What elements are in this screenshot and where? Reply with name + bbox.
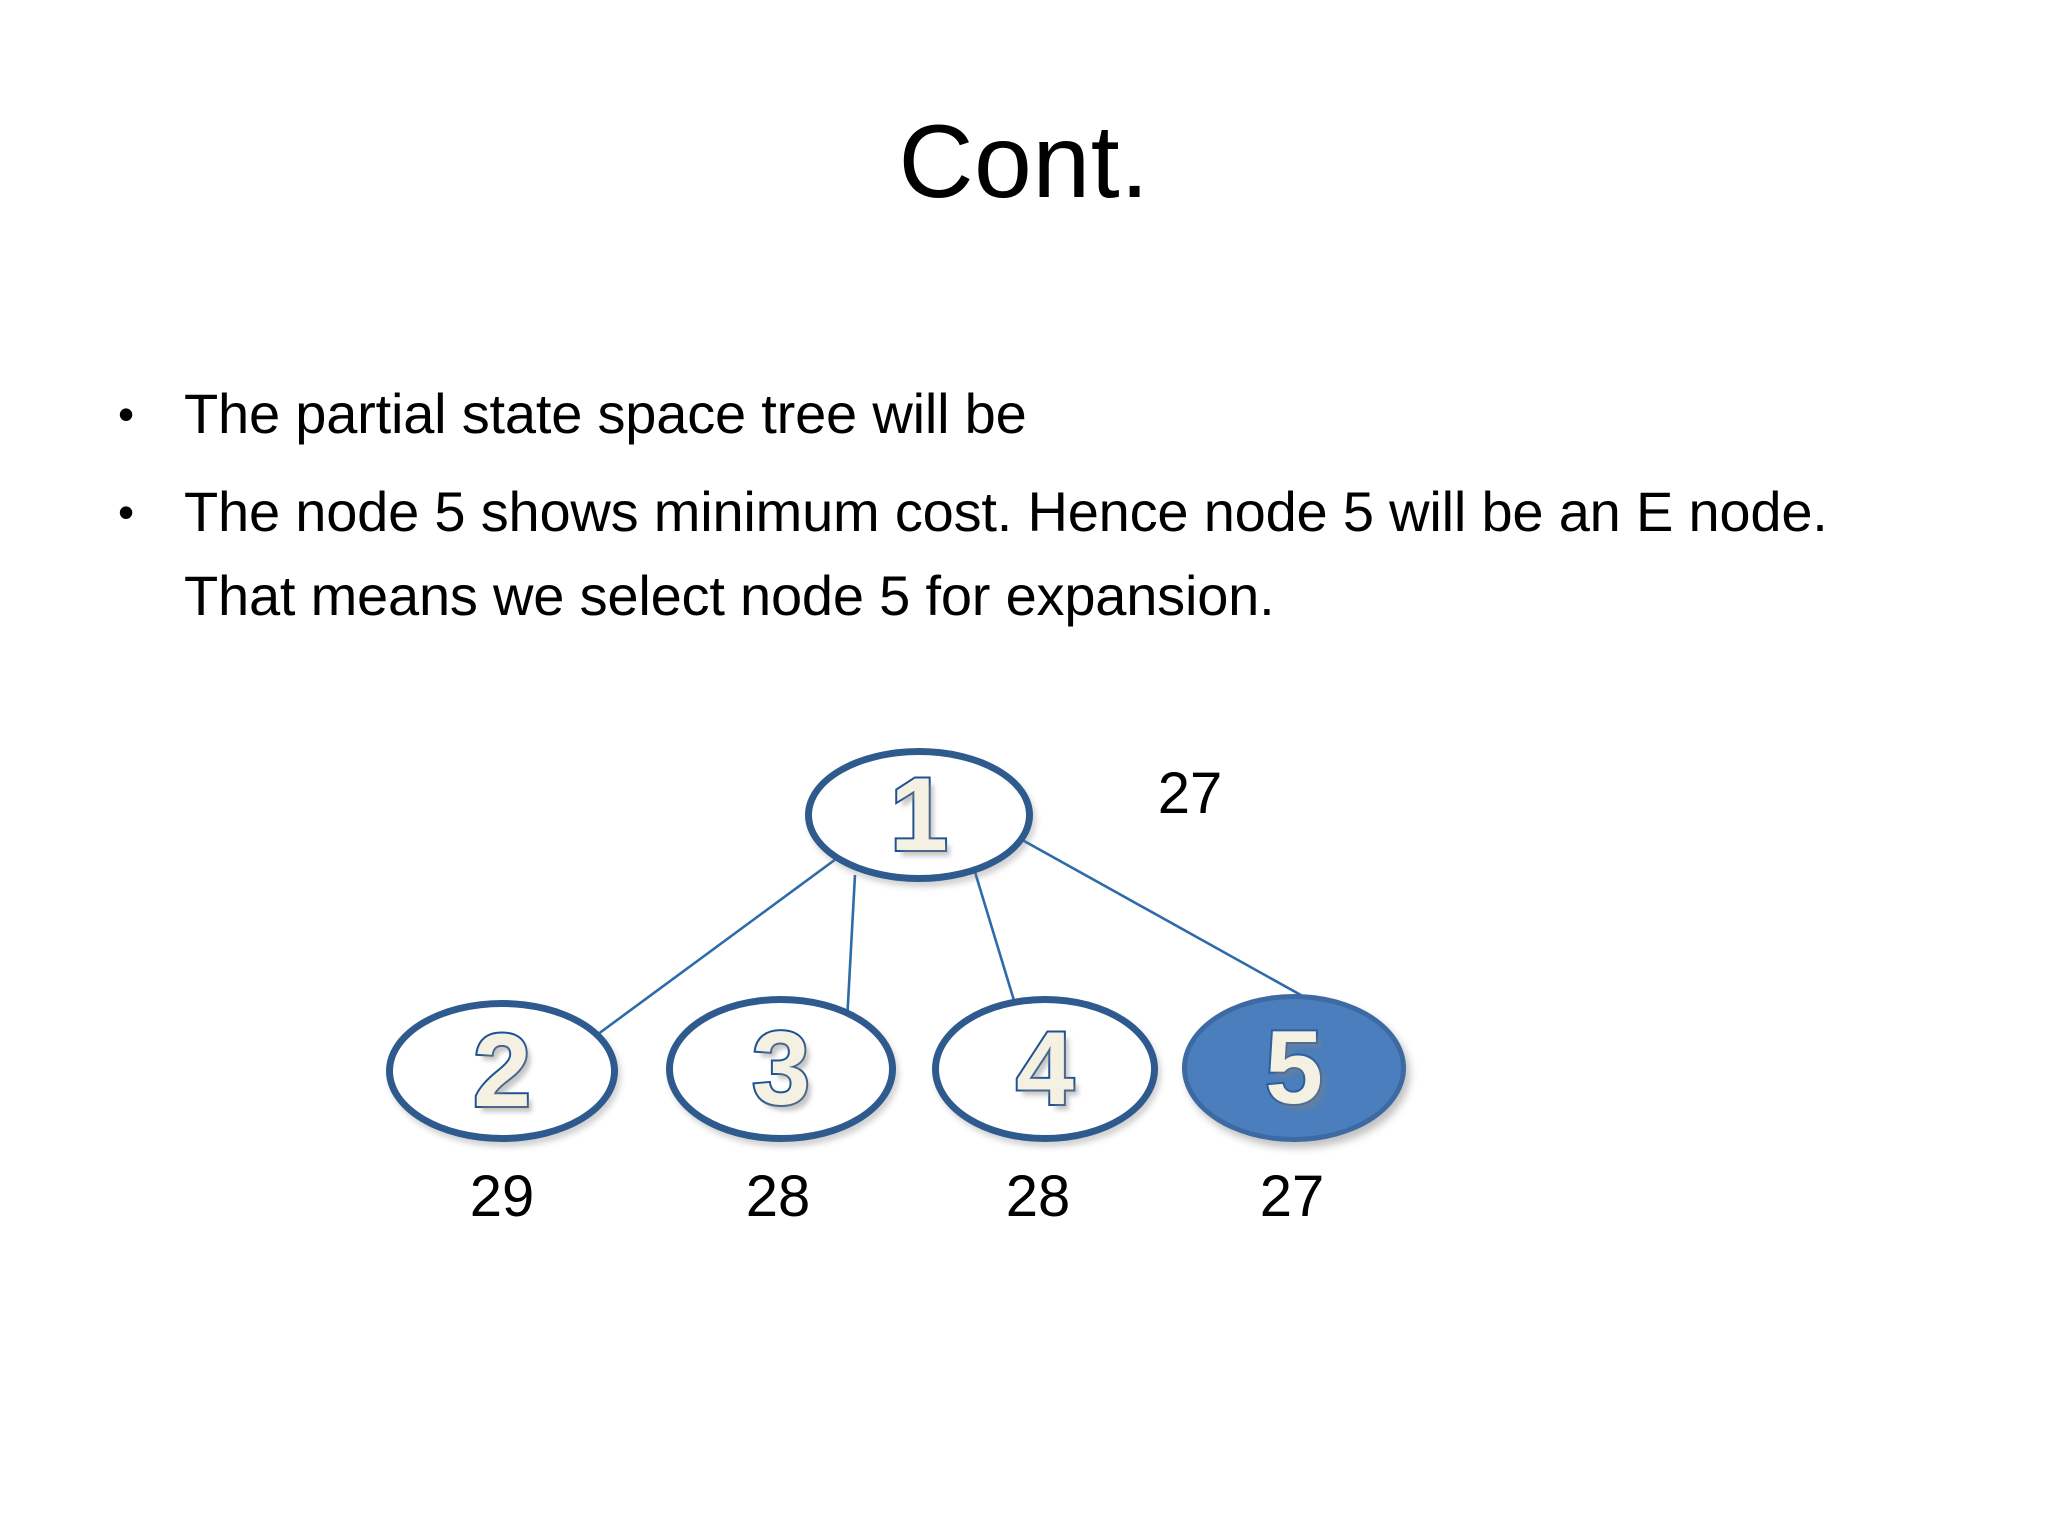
tree-edge-1-2 [589, 843, 856, 1042]
list-item: • The node 5 shows minimum cost. Hence n… [118, 470, 1918, 638]
tree-node-1[interactable]: 1 [805, 748, 1033, 882]
tree-node-2[interactable]: 2 [386, 1000, 618, 1142]
tree-node-3-label: 3 [750, 1009, 812, 1129]
bullet-text: The partial state space tree will be [184, 382, 1027, 445]
list-item: • The partial state space tree will be [118, 372, 1918, 456]
bullet-list: • The partial state space tree will be •… [118, 372, 1918, 652]
tree-node-1-cost: 27 [1157, 761, 1223, 826]
tree-node-5-selected[interactable]: 5 [1182, 994, 1406, 1142]
tree-edge-1-5 [1007, 830, 1379, 1040]
page-title: Cont. [898, 104, 1150, 220]
tree-node-2-cost: 29 [469, 1164, 535, 1229]
tree-node-5-cost: 27 [1259, 1164, 1325, 1229]
bullet-marker-icon: • [118, 486, 135, 538]
tree-node-3[interactable]: 3 [666, 996, 896, 1142]
tree-node-1-label: 1 [888, 755, 950, 875]
tree-node-5-label: 5 [1263, 1008, 1325, 1128]
bullet-text: The node 5 shows minimum cost. Hence nod… [184, 480, 1828, 627]
bullet-marker-icon: • [118, 388, 135, 440]
tree-edge-1-4 [973, 871, 1028, 1041]
tree-node-2-label: 2 [471, 1011, 533, 1131]
tree-node-4-label: 4 [1014, 1009, 1076, 1129]
tree-node-4[interactable]: 4 [932, 996, 1158, 1142]
tree-node-4-cost: 28 [1005, 1164, 1071, 1229]
tree-edge-1-3 [844, 874, 857, 1041]
tree-node-3-cost: 28 [745, 1164, 811, 1229]
